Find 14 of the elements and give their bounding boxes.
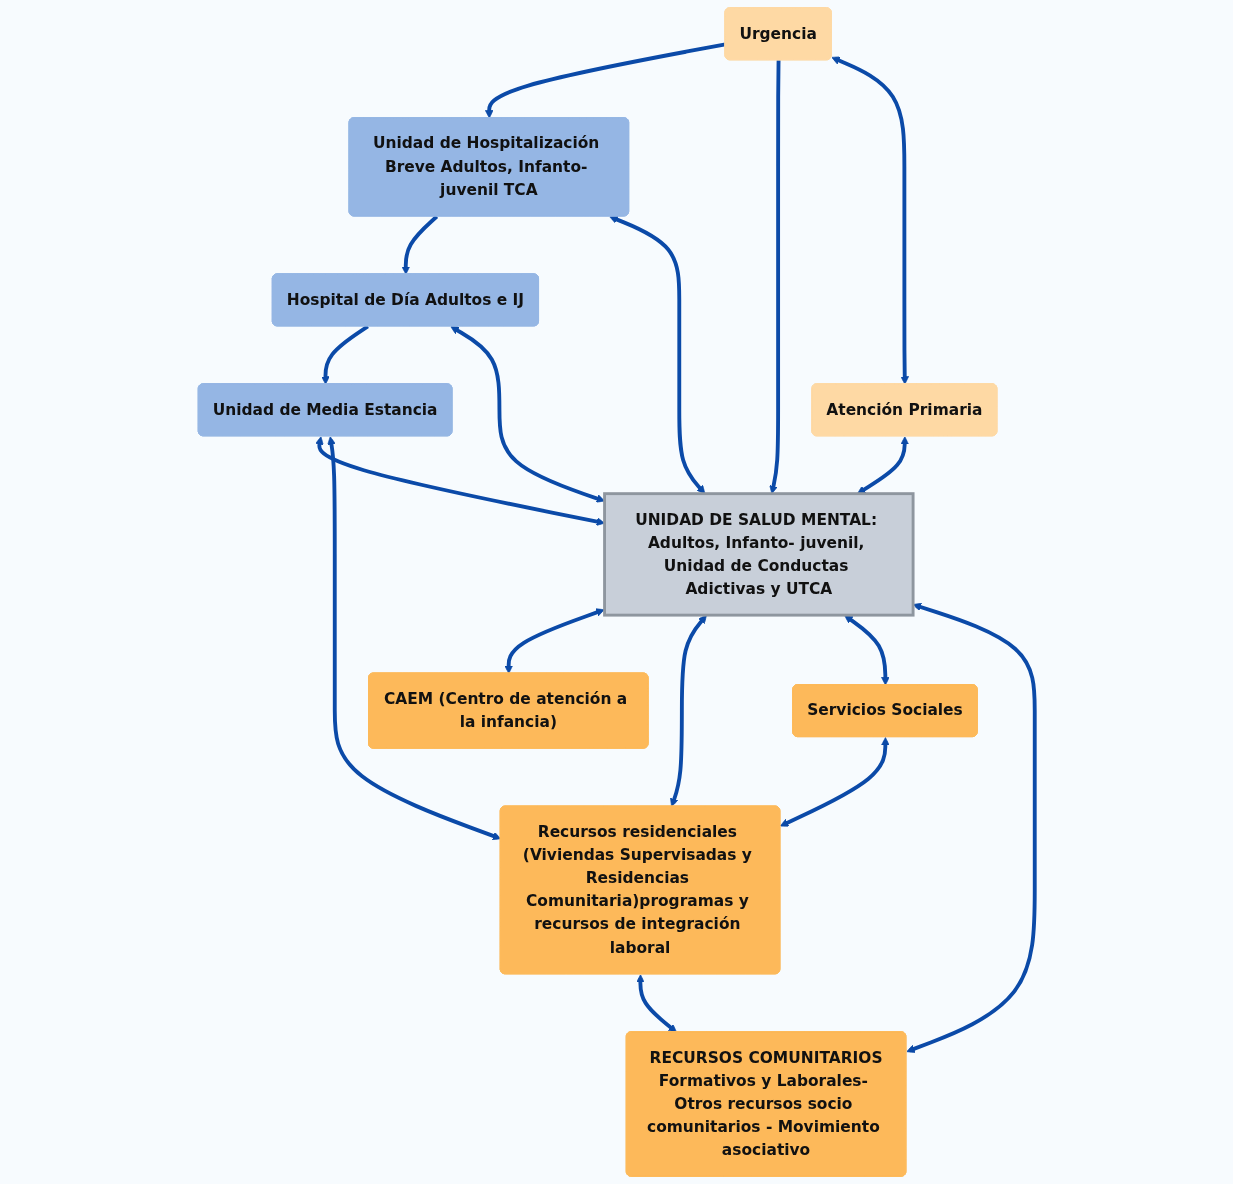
arrow <box>327 436 502 841</box>
arrow <box>450 326 605 503</box>
arrow <box>779 737 890 827</box>
arrow <box>401 215 439 275</box>
arrow <box>315 436 605 526</box>
arrow <box>906 602 1037 1053</box>
arrow <box>484 42 726 119</box>
arrow <box>844 615 890 686</box>
arrow <box>636 974 677 1033</box>
node-box: UNIDAD DE SALUD MENTAL: Adultos, Infanto- juvenil, Unidad de Conductas Adictivas y UTCA <box>603 492 915 617</box>
arrow <box>670 615 707 807</box>
arrow <box>831 56 909 385</box>
arrow <box>321 324 369 385</box>
arrow <box>504 608 605 674</box>
